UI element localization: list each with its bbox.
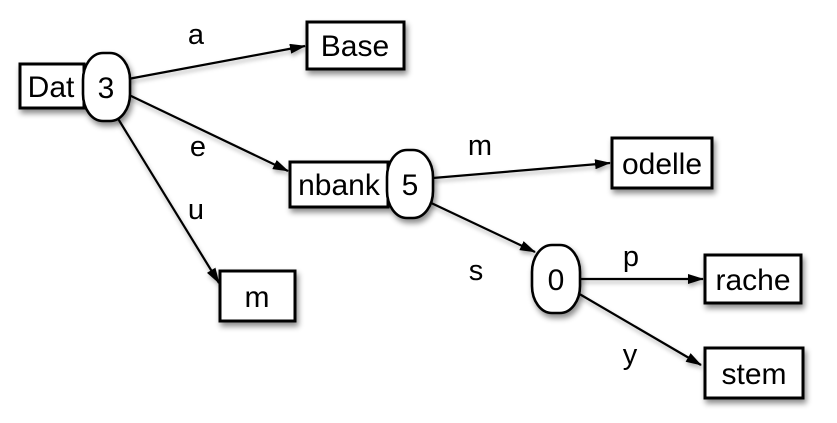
edge-s-line	[426, 200, 536, 253]
node-m-box	[218, 269, 297, 323]
node-nbank-label: nbank	[298, 169, 381, 202]
edge-label-a: a	[188, 19, 205, 51]
edge-label-m: m	[468, 130, 492, 162]
edge-y-line	[575, 291, 702, 366]
edge-label-e: e	[190, 131, 206, 163]
node-count-0-capsule	[530, 243, 582, 315]
edge-m-line	[432, 159, 611, 180]
node-rache-box	[703, 253, 803, 305]
edge-e-line	[128, 94, 289, 172]
edges-layer	[116, 43, 704, 366]
node-dat-box	[18, 62, 86, 110]
node-base-label: Base	[321, 30, 389, 63]
node-count-3-capsule	[81, 51, 132, 123]
node-rache-label: rache	[715, 264, 790, 297]
node-m-label: m	[245, 281, 270, 314]
node-dat-label: Dat	[28, 71, 75, 104]
node-count-5-label: 5	[402, 169, 419, 202]
node-base-box	[305, 20, 406, 71]
edge-label-s: s	[469, 255, 484, 287]
node-odelle-box	[610, 136, 714, 190]
node-labels-layer: Dat 3 Base nbank 5 m odelle 0 rache stem	[28, 30, 791, 391]
edge-u-line	[116, 116, 220, 284]
edge-label-y: y	[623, 339, 638, 371]
edge-label-u: u	[188, 194, 204, 226]
node-count-5-capsule	[385, 148, 435, 220]
edge-labels-layer: a e u m s p y	[188, 19, 639, 371]
node-stem-box	[703, 346, 805, 400]
node-count-0-label: 0	[548, 264, 565, 297]
node-nbank-box	[288, 160, 390, 209]
node-count-3-label: 3	[98, 72, 115, 105]
edge-a-line	[127, 43, 306, 81]
nodes-layer	[18, 20, 805, 400]
node-stem-label: stem	[721, 358, 786, 391]
edge-label-p: p	[623, 241, 639, 273]
node-odelle-label: odelle	[622, 148, 702, 181]
